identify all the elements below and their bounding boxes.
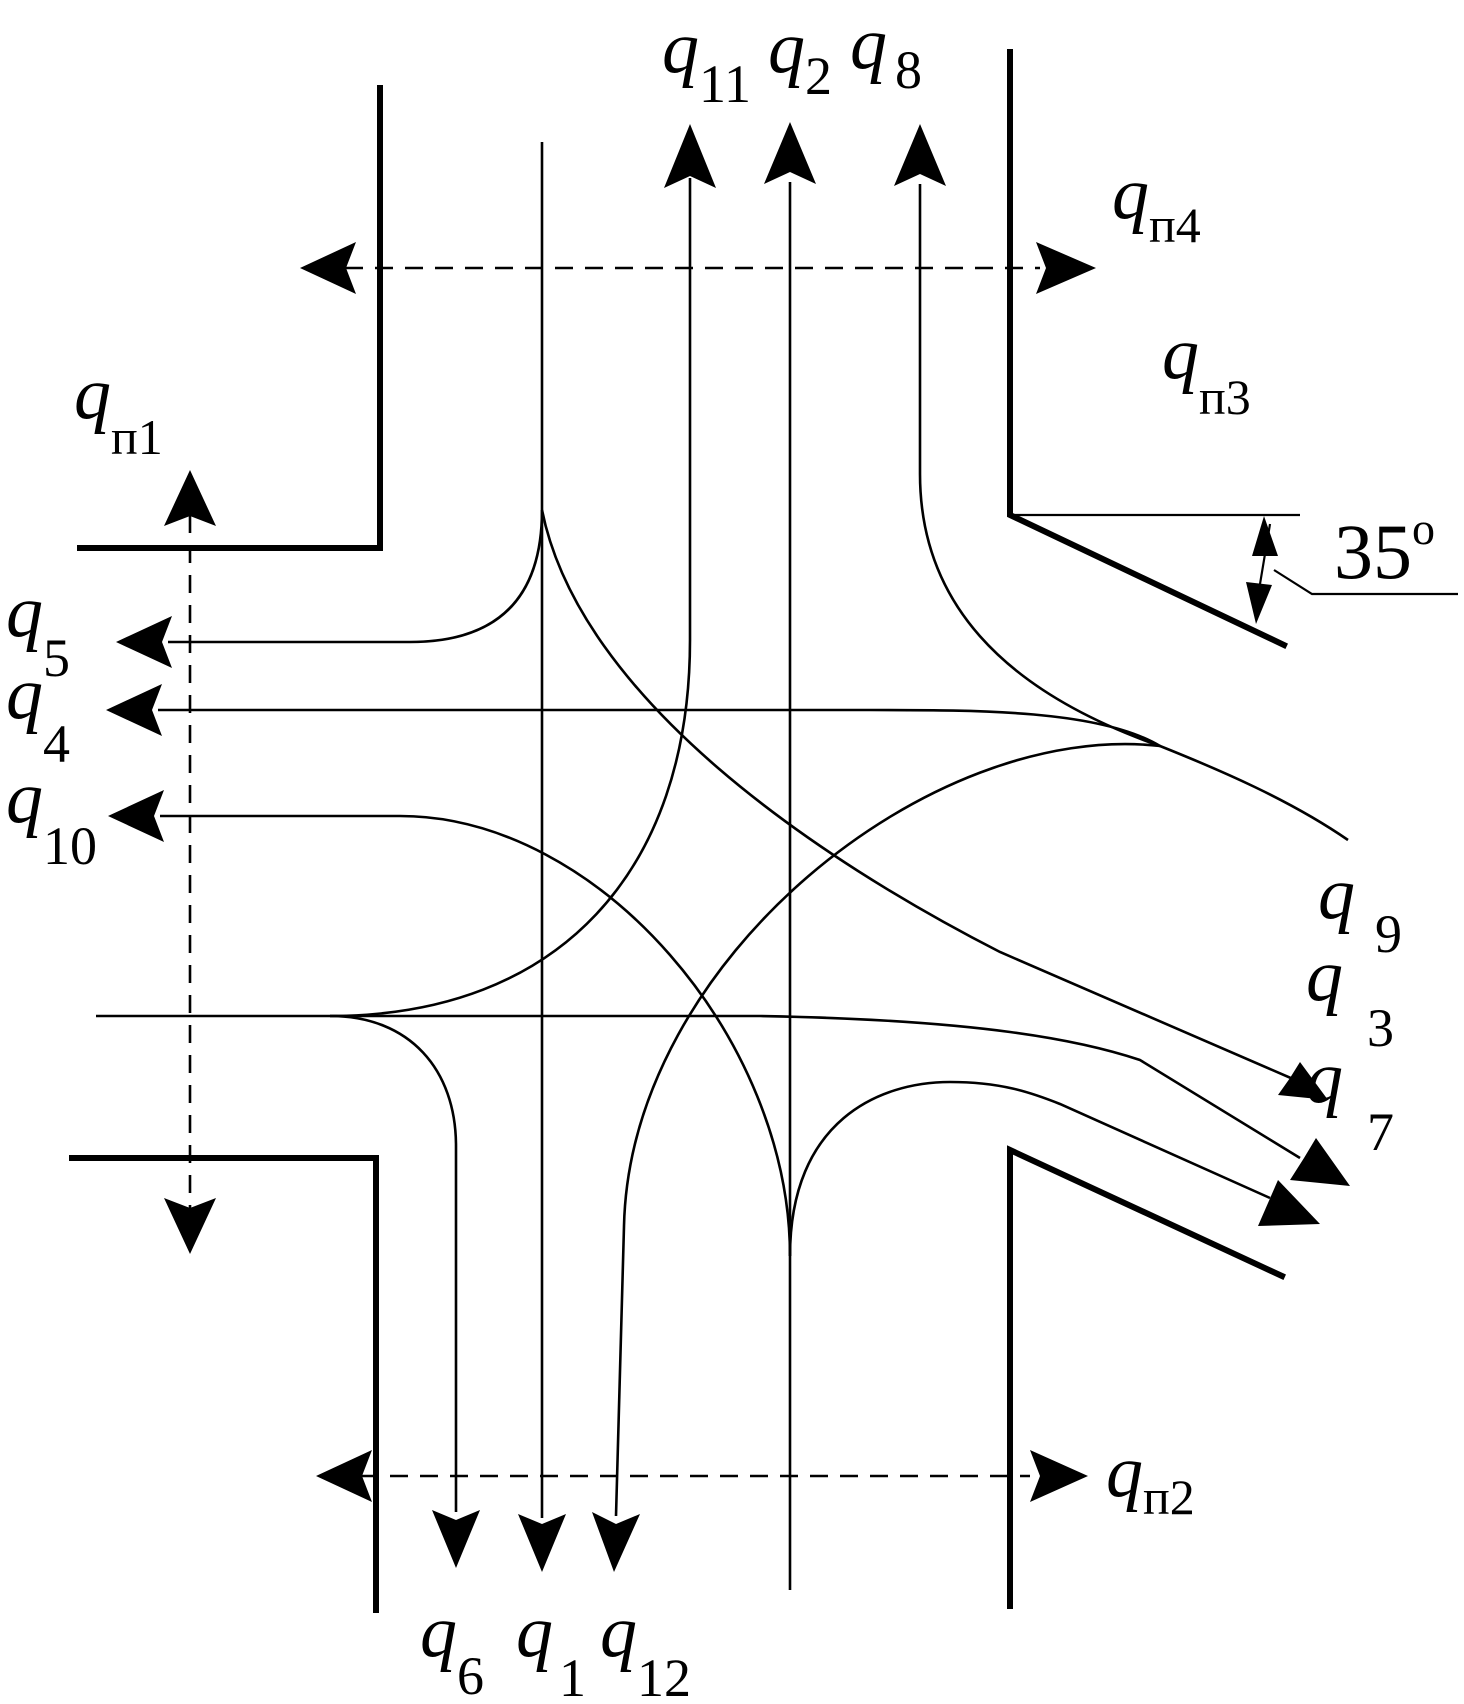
flow-q5 [168,509,544,644]
angle-leader-line [1273,569,1458,596]
angle-arrow-head-up [1252,516,1278,556]
label-q7: q7 [1306,1037,1394,1162]
label-q6: q6 [420,1591,484,1704]
flow-q3 [96,1014,1301,1160]
curb-bottom-right [1007,1145,1286,1609]
flow-q4 [158,708,1161,748]
label-qp2: qп2 [1106,1431,1195,1525]
flow-q11 [329,178,692,1018]
flow-q12 [614,742,1161,1517]
label-q5: q5 [6,571,70,688]
ped-top-arrow-left [300,242,356,294]
label-q3: q3 [1306,935,1394,1058]
ped-left-arrow-down [164,1198,216,1254]
flow-q2-arrow [764,122,816,184]
label-q1: q1 [516,1591,586,1704]
ped-left-arrow-up [164,470,216,526]
label-qp4: qп4 [1112,153,1201,253]
flow-q8 [918,184,1349,842]
flow-q6 [329,1014,458,1512]
flow-q7-arrow [1258,1180,1320,1226]
angle-marking [1010,513,1458,624]
curb-top-left [77,85,383,551]
ped-bottom-arrow-right [1030,1450,1088,1502]
label-q11: q11 [662,7,751,114]
flow-q4-arrow [106,684,162,736]
flow-q1-arrow [518,1514,566,1572]
ped-bottom-arrow-left [316,1450,372,1502]
label-angle: 35o [1334,503,1435,595]
flow-q5-arrow [116,616,172,668]
vehicle-flows [96,122,1350,1590]
label-qp3: qп3 [1162,313,1251,425]
flow-q9 [540,509,1301,1084]
label-qp1: qп1 [74,353,163,465]
flow-q10-arrow [108,790,164,842]
label-q2: q2 [768,7,832,106]
label-q4: q4 [6,653,70,774]
flow-q8-arrow [894,124,946,186]
label-q10: q10 [6,757,97,876]
curb-bottom-left [69,1155,379,1613]
flow-q9-arrow [1278,1062,1328,1100]
flow-q3-arrow [1290,1138,1350,1186]
ped-top-arrow-right [1036,242,1096,294]
flow-q10 [160,814,792,1257]
label-q12: q12 [600,1591,691,1704]
flow-q6-arrow [432,1510,480,1568]
road-curbs [69,49,1288,1613]
pedestrian-crossings [164,242,1096,1502]
curb-top-right [1007,49,1288,649]
flow-q11-arrow [664,124,716,188]
flow-q12-arrow [592,1512,640,1572]
flow-q7 [788,1080,1271,1257]
angle-arrow-head-down [1246,582,1272,624]
